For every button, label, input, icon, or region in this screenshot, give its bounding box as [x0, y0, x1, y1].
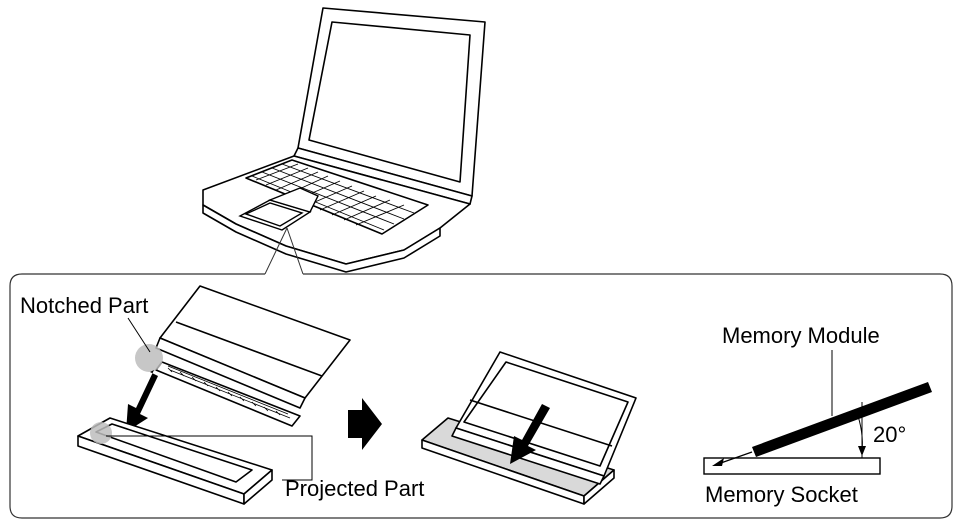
projected-part-highlight: [90, 422, 112, 444]
step1-module-contacts: [167, 365, 291, 419]
right-arrow-icon: [348, 398, 382, 450]
laptop-illustration: [202, 7, 486, 273]
down-arrow-icon: [510, 404, 550, 464]
angle-arrow-bottom: [858, 446, 866, 456]
laptop-memory-cover: [238, 187, 319, 231]
angle-label: 20°: [873, 422, 906, 447]
insertion-direction-line: [717, 451, 753, 465]
angle-arrow-top: [852, 408, 860, 418]
step1-memory-module: [155, 285, 351, 427]
side-memory-module: [752, 382, 932, 457]
down-arrow-icon: [126, 370, 158, 432]
memory-module-label: Memory Module: [722, 323, 880, 348]
left-arrow-icon: [712, 458, 724, 466]
side-memory-socket: [703, 457, 881, 475]
projected-part-label: Projected Part: [285, 476, 424, 501]
detail-panel: [9, 273, 953, 519]
notched-part-leader: [127, 317, 151, 353]
projected-part-leader: [106, 435, 313, 481]
notched-part-label: Notched Part: [20, 293, 148, 318]
callout-lines: [264, 227, 304, 275]
notched-part-highlight: [135, 344, 163, 372]
memory-socket-label: Memory Socket: [705, 482, 858, 507]
